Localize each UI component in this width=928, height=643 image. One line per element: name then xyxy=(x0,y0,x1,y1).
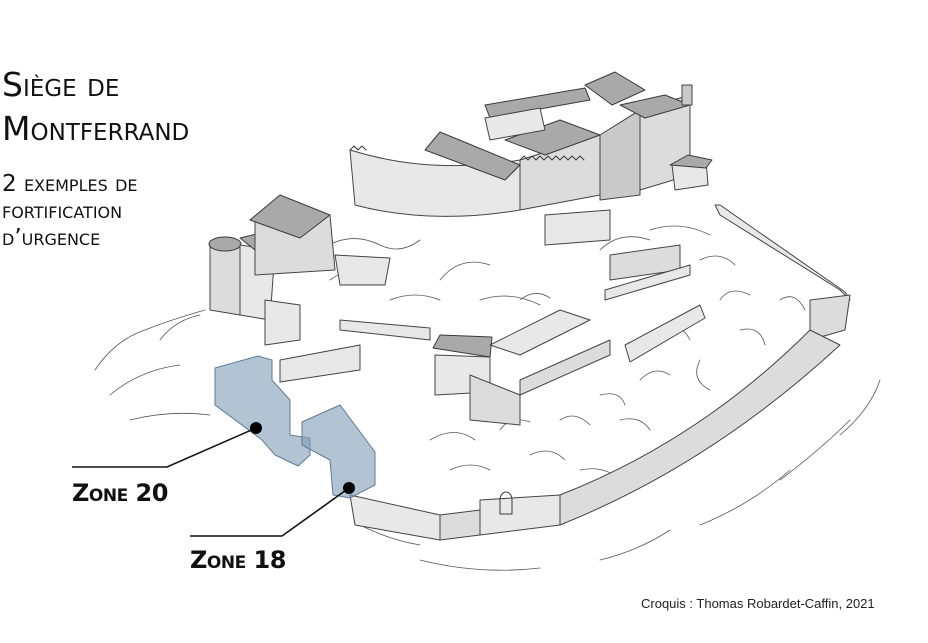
subtitle-line-3: d’urgence xyxy=(2,225,101,251)
middle-buildings xyxy=(279,209,706,426)
zone-18-highlight xyxy=(301,404,376,499)
zone-20-marker-dot xyxy=(250,422,262,434)
title-line-2: Montferrand xyxy=(2,109,190,148)
rock-outcrops xyxy=(94,225,881,571)
zone-18-marker-dot xyxy=(343,482,355,494)
outer-wall xyxy=(349,204,851,541)
zone-18-label: Zone 18 xyxy=(190,546,286,574)
zone-20-label: Zone 20 xyxy=(72,479,168,507)
title-line-1: Siège de xyxy=(2,65,120,104)
left-keep xyxy=(208,194,391,346)
upper-castle xyxy=(349,71,713,217)
subtitle-line-1: 2 exemples de xyxy=(2,171,138,197)
zone-20-leader xyxy=(72,422,262,468)
subtitle-line-2: fortification xyxy=(2,198,123,224)
sketch-credit: Croquis : Thomas Robardet-Caffin, 2021 xyxy=(641,596,875,611)
zone-18-leader xyxy=(190,482,355,537)
